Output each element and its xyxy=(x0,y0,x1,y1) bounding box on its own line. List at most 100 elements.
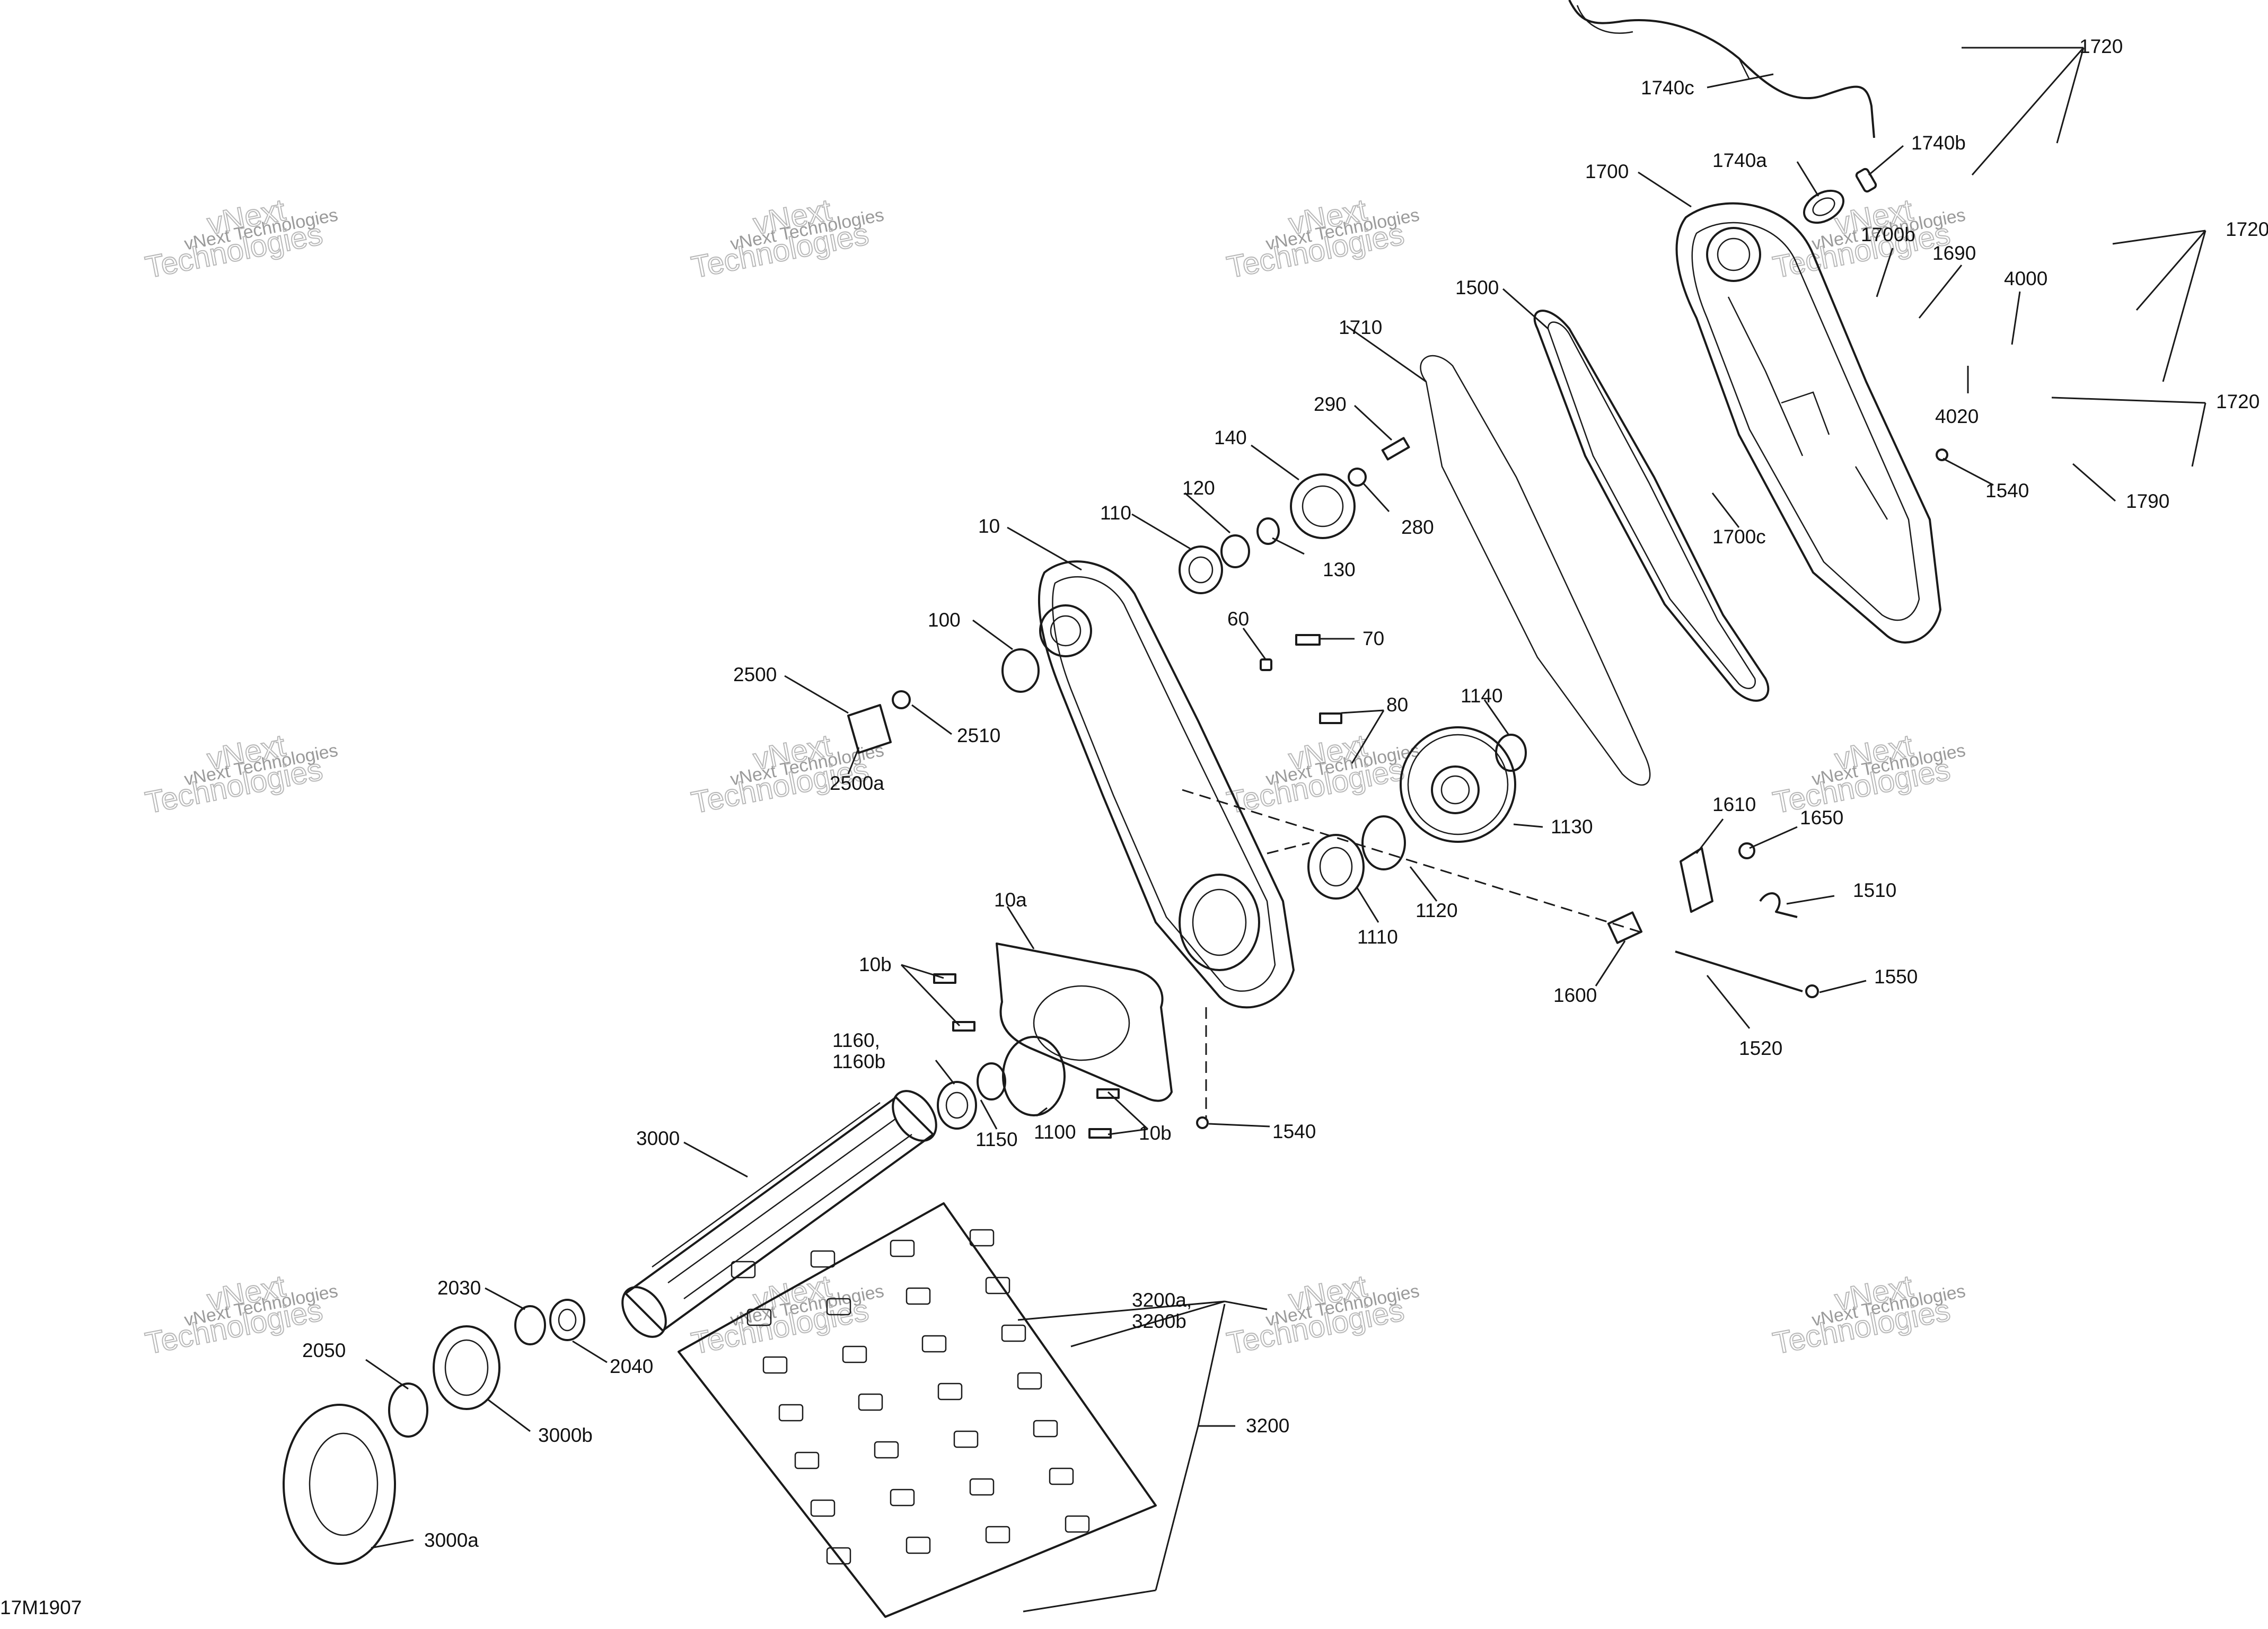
cleat xyxy=(906,1287,931,1305)
cleat xyxy=(890,1489,915,1507)
callout: 1550 xyxy=(1874,966,1918,988)
gasket-10a xyxy=(996,943,1173,1102)
cleat xyxy=(969,1478,995,1496)
callout: 10b xyxy=(859,954,892,975)
callout: 1790 xyxy=(2126,490,2169,512)
bracket-2500 xyxy=(847,704,892,754)
nut-60 xyxy=(1260,658,1272,671)
callout: 1110 xyxy=(1357,926,1398,948)
callout: 1540 xyxy=(1985,480,2029,501)
callout: 4020 xyxy=(1935,406,1979,427)
cleat xyxy=(858,1393,883,1411)
cleat xyxy=(1017,1372,1042,1390)
callout: 1520 xyxy=(1739,1037,1782,1059)
bolt-10b-d xyxy=(1096,1088,1120,1099)
nut-2510 xyxy=(892,690,911,709)
watermark-text-large: vNextTechnologies xyxy=(1764,1263,1953,1361)
cleat xyxy=(826,1547,851,1565)
callout: 10 xyxy=(978,515,1000,537)
callout: 140 xyxy=(1214,427,1247,448)
callout: 1610 xyxy=(1712,794,1756,815)
nut-1540-upper xyxy=(1936,448,1948,461)
outer-cover-1700 xyxy=(1675,202,1941,644)
tensioner-1610 xyxy=(1680,847,1713,913)
cleat xyxy=(1001,1324,1026,1342)
callout: 1120 xyxy=(1416,900,1458,921)
gear-1130 xyxy=(1400,726,1516,843)
cleat xyxy=(810,1499,836,1517)
bearing-110 xyxy=(1179,545,1223,594)
callout: 3200b xyxy=(1132,1310,1186,1332)
watermark-text-large: vNextTechnologies xyxy=(137,187,326,285)
callout: 1510 xyxy=(1853,879,1896,901)
callout: 3000b xyxy=(538,1424,593,1446)
callout: 1700 xyxy=(1585,161,1629,182)
cleat xyxy=(826,1298,851,1316)
bolt-70 xyxy=(1295,634,1321,646)
wire-harness-branch xyxy=(1576,5,1751,80)
washer-280 xyxy=(1348,468,1367,487)
rod-1520 xyxy=(1675,950,1803,992)
callout: 1720 xyxy=(2079,36,2123,57)
spacer-130 xyxy=(1256,517,1280,545)
ring-120 xyxy=(1220,534,1250,568)
leader-lines xyxy=(365,47,2207,1613)
callout: 3200 xyxy=(1246,1415,1289,1437)
callout: 1160, xyxy=(832,1029,880,1051)
callout: 1700b xyxy=(1861,224,1915,245)
callout: 1740c xyxy=(1641,77,1694,99)
ring-2050 xyxy=(388,1383,428,1438)
cleat xyxy=(746,1308,772,1326)
ring-1150 xyxy=(977,1062,1006,1100)
bolt-10b-a xyxy=(933,973,956,984)
callout: 130 xyxy=(1323,559,1356,580)
tracking-kit-3200 xyxy=(678,1202,1157,1618)
watermark-text-large: vNextTechnologies xyxy=(1764,722,1953,820)
callout: 1650 xyxy=(1800,807,1843,829)
watermark-text-large: vNextTechnologies xyxy=(683,187,872,285)
callout: 1710 xyxy=(1339,316,1382,338)
callout: 4000 xyxy=(2004,268,2047,289)
bearing-3000b xyxy=(433,1325,500,1410)
callout: 1740a xyxy=(1712,149,1767,171)
callout: 70 xyxy=(1362,628,1384,649)
callout: 1160b xyxy=(832,1051,885,1072)
ring-1120 xyxy=(1361,815,1406,870)
gasket-1710 xyxy=(1420,355,1651,786)
callout: 3200a, xyxy=(1132,1289,1192,1311)
flange-3000a xyxy=(283,1404,396,1565)
callout: 1150 xyxy=(975,1129,1018,1150)
callout: 10b xyxy=(1139,1122,1172,1144)
cleat xyxy=(1049,1467,1074,1485)
callout: 80 xyxy=(1386,694,1408,716)
callout: 2510 xyxy=(957,725,1000,746)
cleat xyxy=(953,1430,979,1448)
cleat xyxy=(906,1536,931,1554)
bolt-80 xyxy=(1319,712,1342,724)
tracking-kit-cleats xyxy=(731,1229,1090,1565)
cleat xyxy=(794,1451,820,1469)
callout: 2050 xyxy=(302,1340,346,1361)
watermark-text-large: vNextTechnologies xyxy=(1218,722,1407,820)
cleat xyxy=(937,1383,963,1401)
callout: 1720 xyxy=(2226,218,2268,240)
callout: 2030 xyxy=(437,1277,481,1299)
ring-2030 xyxy=(514,1305,546,1345)
gear-140 xyxy=(1290,473,1356,539)
callout: 2500a xyxy=(830,772,884,794)
belt-1500-inner xyxy=(1547,321,1756,689)
cleat xyxy=(731,1261,756,1279)
coupler-1160 xyxy=(937,1081,977,1130)
callout: 1500 xyxy=(1455,277,1499,298)
wire-harness-1740c xyxy=(1568,0,1875,138)
sensor-1740b xyxy=(1855,168,1877,193)
callout: 1130 xyxy=(1551,816,1593,838)
